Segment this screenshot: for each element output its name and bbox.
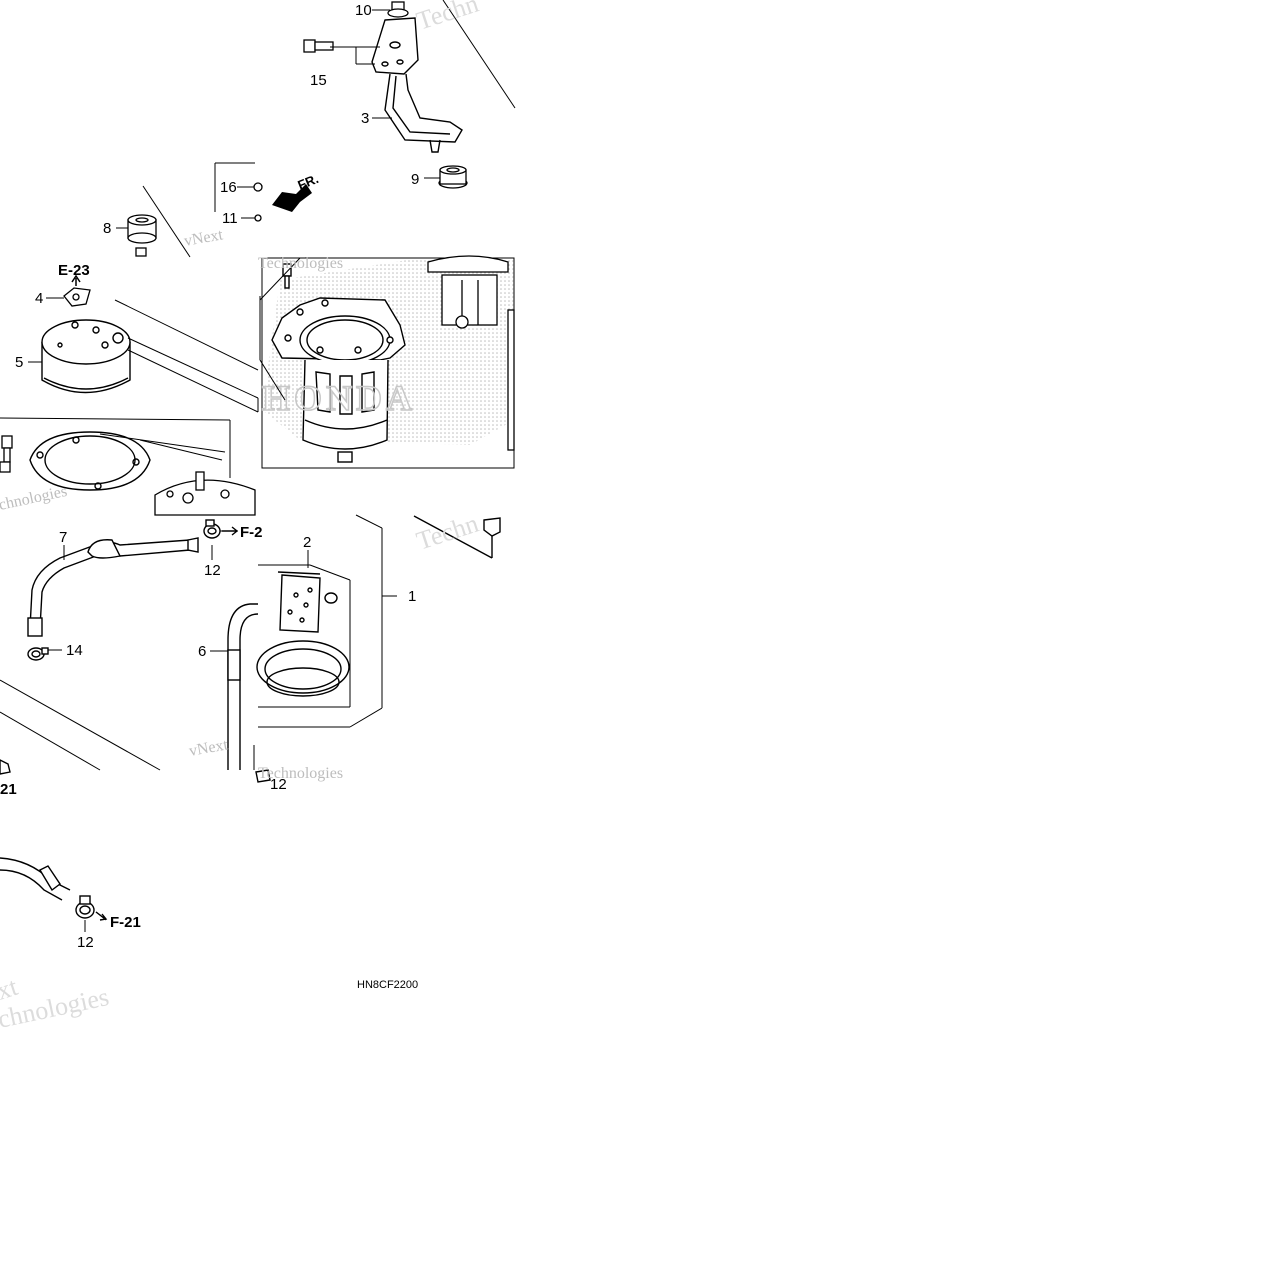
frame-lines [0,299,259,771]
small-parts-16-11 [0,182,263,473]
hose-7 [27,537,199,637]
ref-f21-bottom: F-21 [110,914,141,931]
callout-5: 5 [15,354,23,371]
callout-2: 2 [303,534,311,551]
ref-f21-top: F-2 [240,524,263,541]
front-direction-arrow-icon: FR. [272,171,321,212]
callout-8: 8 [103,220,111,237]
pump-base [154,471,256,516]
callout-6: 6 [198,643,206,660]
callout-15: 15 [310,72,327,89]
brand-outline-text: HONDA [262,378,416,418]
clamp-12-top-icon [203,519,221,539]
plate-2 [277,571,338,633]
clamp-left-icon [0,759,11,775]
callout-labels: 10 15 3 9 16 11 8 4 5 7 2 12 1 14 6 12 1… [0,2,419,991]
watermark-3: Techn [413,0,482,36]
clamp-12-bottom-icon [75,895,95,919]
ref-e23: E-23 [58,262,90,279]
watermark-9: chnologies [0,483,69,514]
ref-f21-left: 21 [0,781,17,798]
callout-16: 16 [220,179,237,196]
watermark-6: Technologies [258,765,343,782]
watermarks: vNext Technologies Techn Techn vNext Tec… [0,0,482,1034]
callout-11: 11 [222,210,238,227]
callout-12-top: 12 [204,562,221,579]
gasket-left [29,431,151,491]
callout-3: 3 [361,110,369,127]
bolt-left-icon [1,435,13,463]
grommet-8-icon [127,214,157,244]
o-ring [256,640,350,697]
callout-4: 4 [35,290,43,307]
hose-6 [227,603,259,770]
callout-1: 1 [408,588,416,605]
callout-10: 10 [355,2,372,19]
kit-bracket-1 [258,514,383,728]
callout-12-mid: 12 [270,776,287,793]
bolt-10-icon [387,1,409,18]
grommet-9-icon [438,165,468,189]
callout-9: 9 [411,171,419,188]
callout-7: 7 [59,529,67,546]
watermark-2: Technologies [258,255,343,272]
callout-14: 14 [66,642,83,659]
watermark-1: vNext [183,226,225,250]
e23-arrow-icon [71,274,81,286]
clamp-12-lower-icon [255,769,271,783]
bracket-assembly [371,17,463,153]
hose-bottom [0,857,71,901]
watermark-4: Techn [413,509,482,556]
pump-inset: HONDA [259,255,515,469]
diagram-code: HN8CF2200 [357,979,418,991]
reference-arrows [95,526,239,921]
bolt-15-icon [303,39,334,53]
callout-12-bottom: 12 [77,934,94,951]
clamp-right-icon [413,515,501,559]
watermark-5: vNext [188,736,230,760]
direction-label: FR. [296,171,321,193]
clip-4-icon [63,287,91,307]
clamp-14-icon [27,647,49,661]
filter-cover-5 [41,319,131,394]
